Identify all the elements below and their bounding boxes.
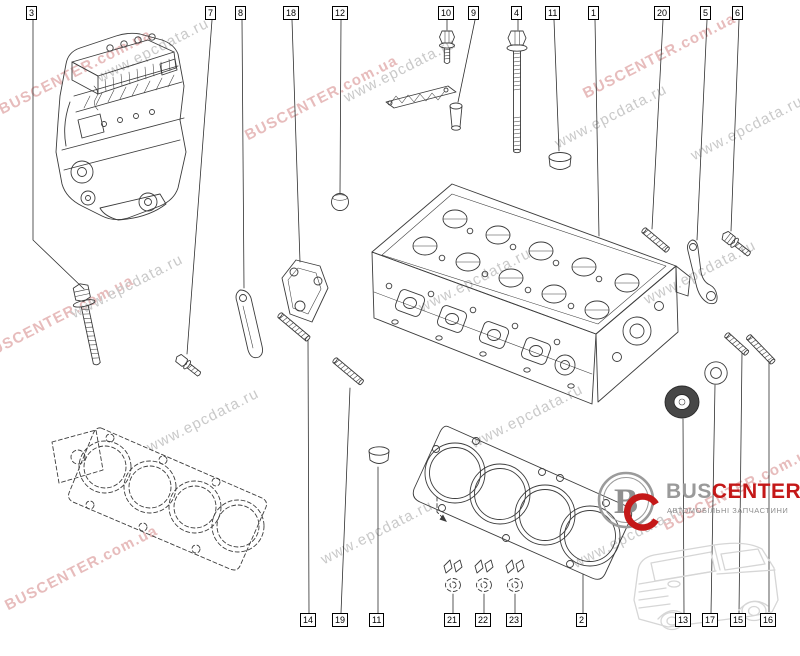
callout-4[interactable]: 4 bbox=[511, 6, 523, 20]
plug-11-bottom-drawing bbox=[368, 446, 390, 464]
plug-11-top-drawing bbox=[548, 152, 572, 170]
bolt-7-drawing bbox=[175, 353, 201, 377]
leader-lines bbox=[32, 19, 770, 614]
callout-11-bottom[interactable]: 11 bbox=[369, 613, 385, 627]
plug-12-drawing bbox=[331, 193, 349, 211]
callout-17[interactable]: 17 bbox=[702, 613, 719, 627]
callout-15[interactable]: 15 bbox=[730, 613, 747, 627]
callout-5[interactable]: 5 bbox=[700, 6, 712, 20]
logo-monogram: B bbox=[597, 471, 659, 531]
callout-6[interactable]: 6 bbox=[732, 6, 744, 20]
stud-20-drawing bbox=[641, 227, 670, 253]
keepers-21-drawing bbox=[443, 559, 463, 592]
callout-1[interactable]: 1 bbox=[588, 6, 600, 20]
callout-14[interactable]: 14 bbox=[300, 613, 317, 627]
callout-21[interactable]: 21 bbox=[444, 613, 461, 627]
callout-16[interactable]: 16 bbox=[760, 613, 777, 627]
callout-12[interactable]: 12 bbox=[332, 6, 349, 20]
stud-16-drawing bbox=[746, 334, 776, 365]
callout-13[interactable]: 13 bbox=[675, 613, 692, 627]
bolt-10-drawing bbox=[439, 30, 455, 64]
callout-18[interactable]: 18 bbox=[283, 6, 300, 20]
callout-23[interactable]: 23 bbox=[506, 613, 523, 627]
seal-13-drawing bbox=[664, 385, 700, 419]
plug-17-drawing bbox=[704, 361, 728, 385]
callout-7[interactable]: 7 bbox=[205, 6, 217, 20]
logo-brand-bus: BUS bbox=[666, 480, 712, 503]
logo-brand-center: CENTER bbox=[711, 480, 800, 503]
stud-19-drawing bbox=[332, 357, 364, 386]
callout-2[interactable]: 2 bbox=[576, 613, 588, 627]
logo-subtitle: АВТОМОБІЛЬНІ ЗАПЧАСТИНИ bbox=[667, 506, 789, 515]
head-gasket-drawing bbox=[412, 425, 633, 580]
callout-11-top[interactable]: 11 bbox=[545, 6, 561, 20]
callout-9[interactable]: 9 bbox=[468, 6, 480, 20]
callout-22[interactable]: 22 bbox=[475, 613, 492, 627]
callout-19[interactable]: 19 bbox=[332, 613, 349, 627]
buscenter-logo: B BUSCENTER АВТОМОБІЛЬНІ ЗАПЧАСТИНИ bbox=[596, 462, 800, 656]
logo-c-swoosh bbox=[624, 493, 659, 531]
keepers-23-drawing bbox=[505, 559, 525, 592]
callout-20[interactable]: 20 bbox=[654, 6, 671, 20]
keepers-22-drawing bbox=[474, 559, 494, 592]
detail-arrow bbox=[436, 496, 447, 522]
logo-brand-text: BUSCENTER bbox=[666, 480, 800, 504]
stud-15-drawing bbox=[724, 332, 750, 356]
bolt-3-drawing bbox=[72, 283, 101, 366]
stud-14-drawing bbox=[277, 312, 311, 342]
rail-and-tube-9-drawing bbox=[385, 85, 463, 131]
cylinder-head-drawing bbox=[371, 183, 691, 405]
bracket-8-drawing bbox=[235, 289, 264, 359]
engine-assembly-sketch bbox=[55, 32, 187, 221]
stud-4-drawing bbox=[506, 30, 528, 154]
callout-3[interactable]: 3 bbox=[26, 6, 38, 20]
arm-5-drawing bbox=[687, 239, 718, 305]
bolt-6-drawing bbox=[721, 230, 751, 257]
plate-18-drawing bbox=[281, 259, 329, 323]
callout-10[interactable]: 10 bbox=[438, 6, 455, 20]
gasket-outline-dashed-drawing bbox=[51, 427, 267, 571]
callout-8[interactable]: 8 bbox=[235, 6, 247, 20]
